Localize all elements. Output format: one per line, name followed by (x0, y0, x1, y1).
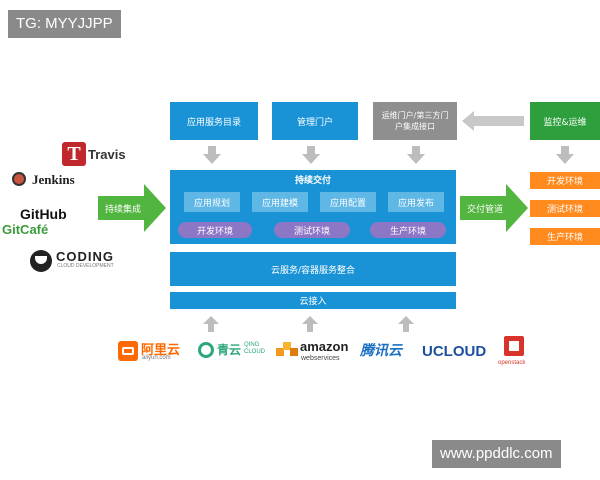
amazon-subtitle: webservices (301, 355, 340, 362)
env-dev: 开发环境 (178, 222, 252, 238)
tencent-cloud-label: 腾讯云 (360, 343, 402, 359)
down-arrow-icon (407, 146, 425, 164)
pipeline-arrow-label: 交付管道 (466, 205, 503, 215)
service-catalog-box: 应用服务目录 (170, 102, 258, 140)
openstack-label: openstack (498, 360, 526, 366)
target-env-test: 测试环境 (530, 200, 600, 217)
target-env-dev: 开发环境 (530, 172, 600, 189)
continuous-delivery-box: 持续交付 应用规划 应用建模 应用配置 应用发布 开发环境 测试环境 生产环境 (170, 170, 456, 244)
up-arrow-icon (203, 316, 219, 332)
amazon-label: amazon (300, 339, 349, 354)
delivery-title: 持续交付 (294, 176, 331, 186)
stage-modeling: 应用建模 (252, 192, 308, 212)
watermark-bottom-right: www.ppddlc.com (432, 440, 561, 468)
gitcafe-label: GitCafé (2, 222, 49, 237)
github-label: GitHub (20, 206, 67, 222)
travis-label: Travis (88, 147, 126, 162)
ucloud-label: UCLOUD (422, 343, 487, 360)
aliyun-logo-icon (118, 341, 138, 361)
third-party-portal-box: 运维门户/第三方门户集成接口 (373, 102, 457, 140)
down-arrow-icon (556, 146, 574, 164)
coding-subtitle: CLOUD DEVELOPMENT (57, 263, 114, 269)
up-arrow-icon (302, 316, 318, 332)
target-env-prod: 生产环境 (530, 228, 600, 245)
qingcloud-subtitle: QING CLOUD (244, 342, 266, 355)
travis-logo-icon: T (62, 142, 86, 166)
qingcloud-logo-icon (198, 342, 214, 358)
management-portal-box: 管理门户 (272, 102, 358, 140)
left-arrow-icon (462, 111, 524, 131)
pipeline-arrow-icon (460, 184, 528, 232)
watermark-top-left: TG: MYYJJPP (8, 10, 121, 38)
jenkins-label: Jenkins (32, 172, 75, 187)
coding-logo-icon (30, 250, 52, 272)
aliyun-label: 阿里云 (141, 343, 181, 358)
aws-cubes-icon (276, 340, 298, 360)
ci-arrow-label: 持续集成 (104, 205, 141, 215)
qingcloud-label: 青云 (217, 343, 242, 357)
openstack-logo-icon (504, 336, 524, 356)
cloud-access-bar: 云接入 (170, 292, 456, 309)
down-arrow-icon (203, 146, 221, 164)
ci-arrow-icon (98, 184, 166, 232)
env-prod: 生产环境 (370, 222, 446, 238)
aliyun-subtitle: aliyun.com (142, 355, 171, 361)
stage-planning: 应用规划 (184, 192, 240, 212)
coding-label: CODING (56, 249, 114, 264)
stage-config: 应用配置 (320, 192, 376, 212)
up-arrow-icon (398, 316, 414, 332)
monitoring-box: 监控&运维 (530, 102, 600, 140)
down-arrow-icon (302, 146, 320, 164)
jenkins-logo-icon (12, 172, 26, 186)
stage-release: 应用发布 (388, 192, 444, 212)
cloud-integration-bar: 云服务/容器服务整合 (170, 252, 456, 286)
env-test: 测试环境 (274, 222, 350, 238)
